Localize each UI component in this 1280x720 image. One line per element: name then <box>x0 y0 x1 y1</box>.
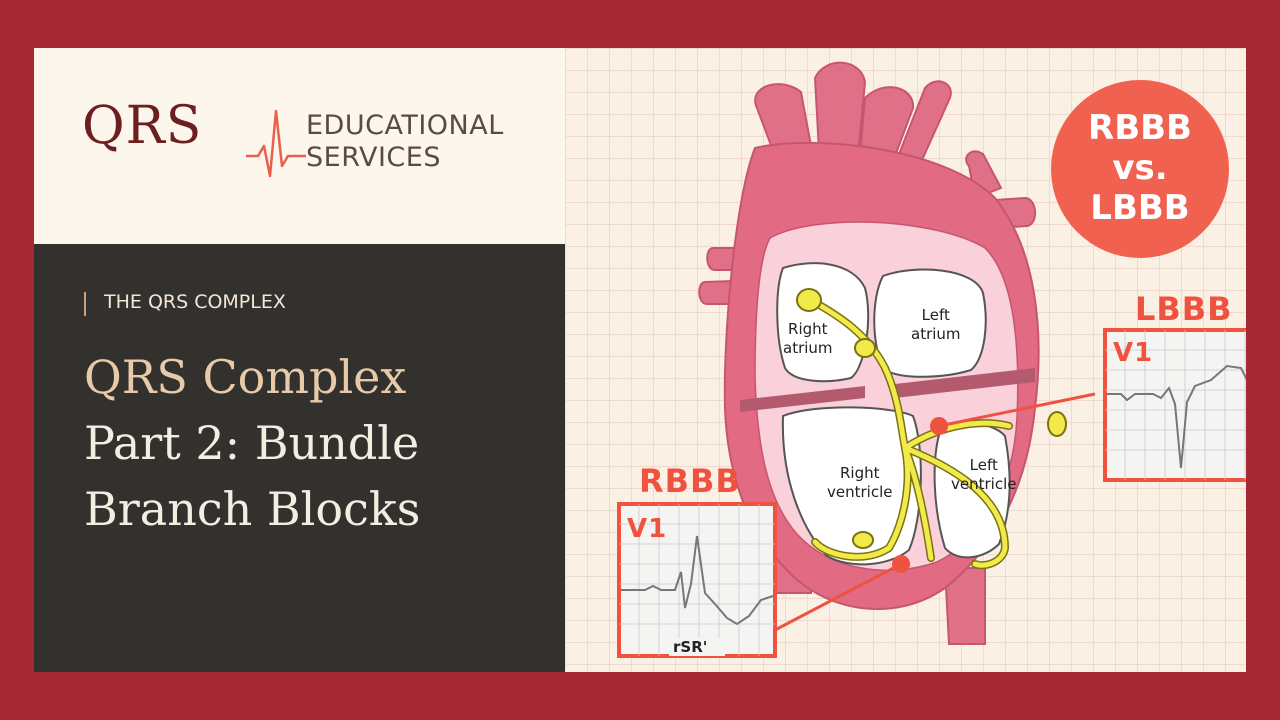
rbbb-block-dot <box>892 555 910 573</box>
left-atrium-label: Left atrium <box>911 306 961 343</box>
right-ventricle-chamber <box>781 406 922 566</box>
heart-diagram <box>617 61 1246 658</box>
lbbb-ecg-strip <box>1103 328 1246 482</box>
rbbb-pattern-label: rSR' <box>673 638 708 656</box>
title-panel: THE QRS COMPLEX QRS Complex Part 2: Bund… <box>34 244 565 672</box>
badge-line-1: RBBB <box>1088 108 1192 148</box>
title-line-2: Part 2: Bundle <box>84 416 420 470</box>
lbbb-pointer-line <box>938 392 1096 428</box>
lbbb-block-dot <box>930 417 948 435</box>
left-atrium-chamber <box>873 268 987 378</box>
av-septum-right <box>895 368 1035 398</box>
section-eyebrow: THE QRS COMPLEX <box>104 291 286 313</box>
ecg-pulse-icon <box>246 109 306 178</box>
rbbb-label: RBBB <box>639 462 741 500</box>
left-ventricle-label: Left ventricle <box>951 456 1017 493</box>
av-node <box>854 338 876 358</box>
right-ventricle-label: Right ventricle <box>827 464 893 501</box>
brand-line-1: EDUCATIONAL <box>306 110 504 141</box>
lbbb-lead-label: V1 <box>1113 338 1154 368</box>
lbbb-label: LBBB <box>1135 290 1233 328</box>
title-line-1: QRS Complex <box>84 350 407 404</box>
right-atrium-label: Right atrium <box>783 320 833 357</box>
rbbb-vs-lbbb-badge: RBBB vs. LBBB <box>1051 80 1229 258</box>
badge-line-3: LBBB <box>1090 188 1190 228</box>
brand-header: QRS EDUCATIONAL SERVICES <box>34 48 565 244</box>
conduction-system-fill <box>808 297 1012 568</box>
sa-node <box>796 288 822 312</box>
rbbb-pointer-line <box>774 562 902 632</box>
av-septum-left <box>740 386 865 412</box>
rbbb-lead-label: V1 <box>627 514 668 544</box>
eyebrow-divider <box>84 292 86 316</box>
badge-line-2: vs. <box>1112 148 1168 188</box>
right-branch-tip <box>852 531 874 549</box>
title-line-3: Branch Blocks <box>84 482 421 536</box>
rbbb-ecg-strip <box>617 502 777 658</box>
left-branch-tip <box>1047 411 1067 437</box>
thumbnail-frame: QRS EDUCATIONAL SERVICES THE QRS COMPLEX… <box>34 48 1246 672</box>
page-title: QRS Complex Part 2: Bundle Branch Blocks <box>84 344 544 542</box>
brand-line-2: SERVICES <box>306 142 441 173</box>
brand-logo-text: QRS <box>82 96 203 156</box>
heart-diagram-panel: Right atrium Left atrium Right ventricle… <box>565 48 1246 672</box>
